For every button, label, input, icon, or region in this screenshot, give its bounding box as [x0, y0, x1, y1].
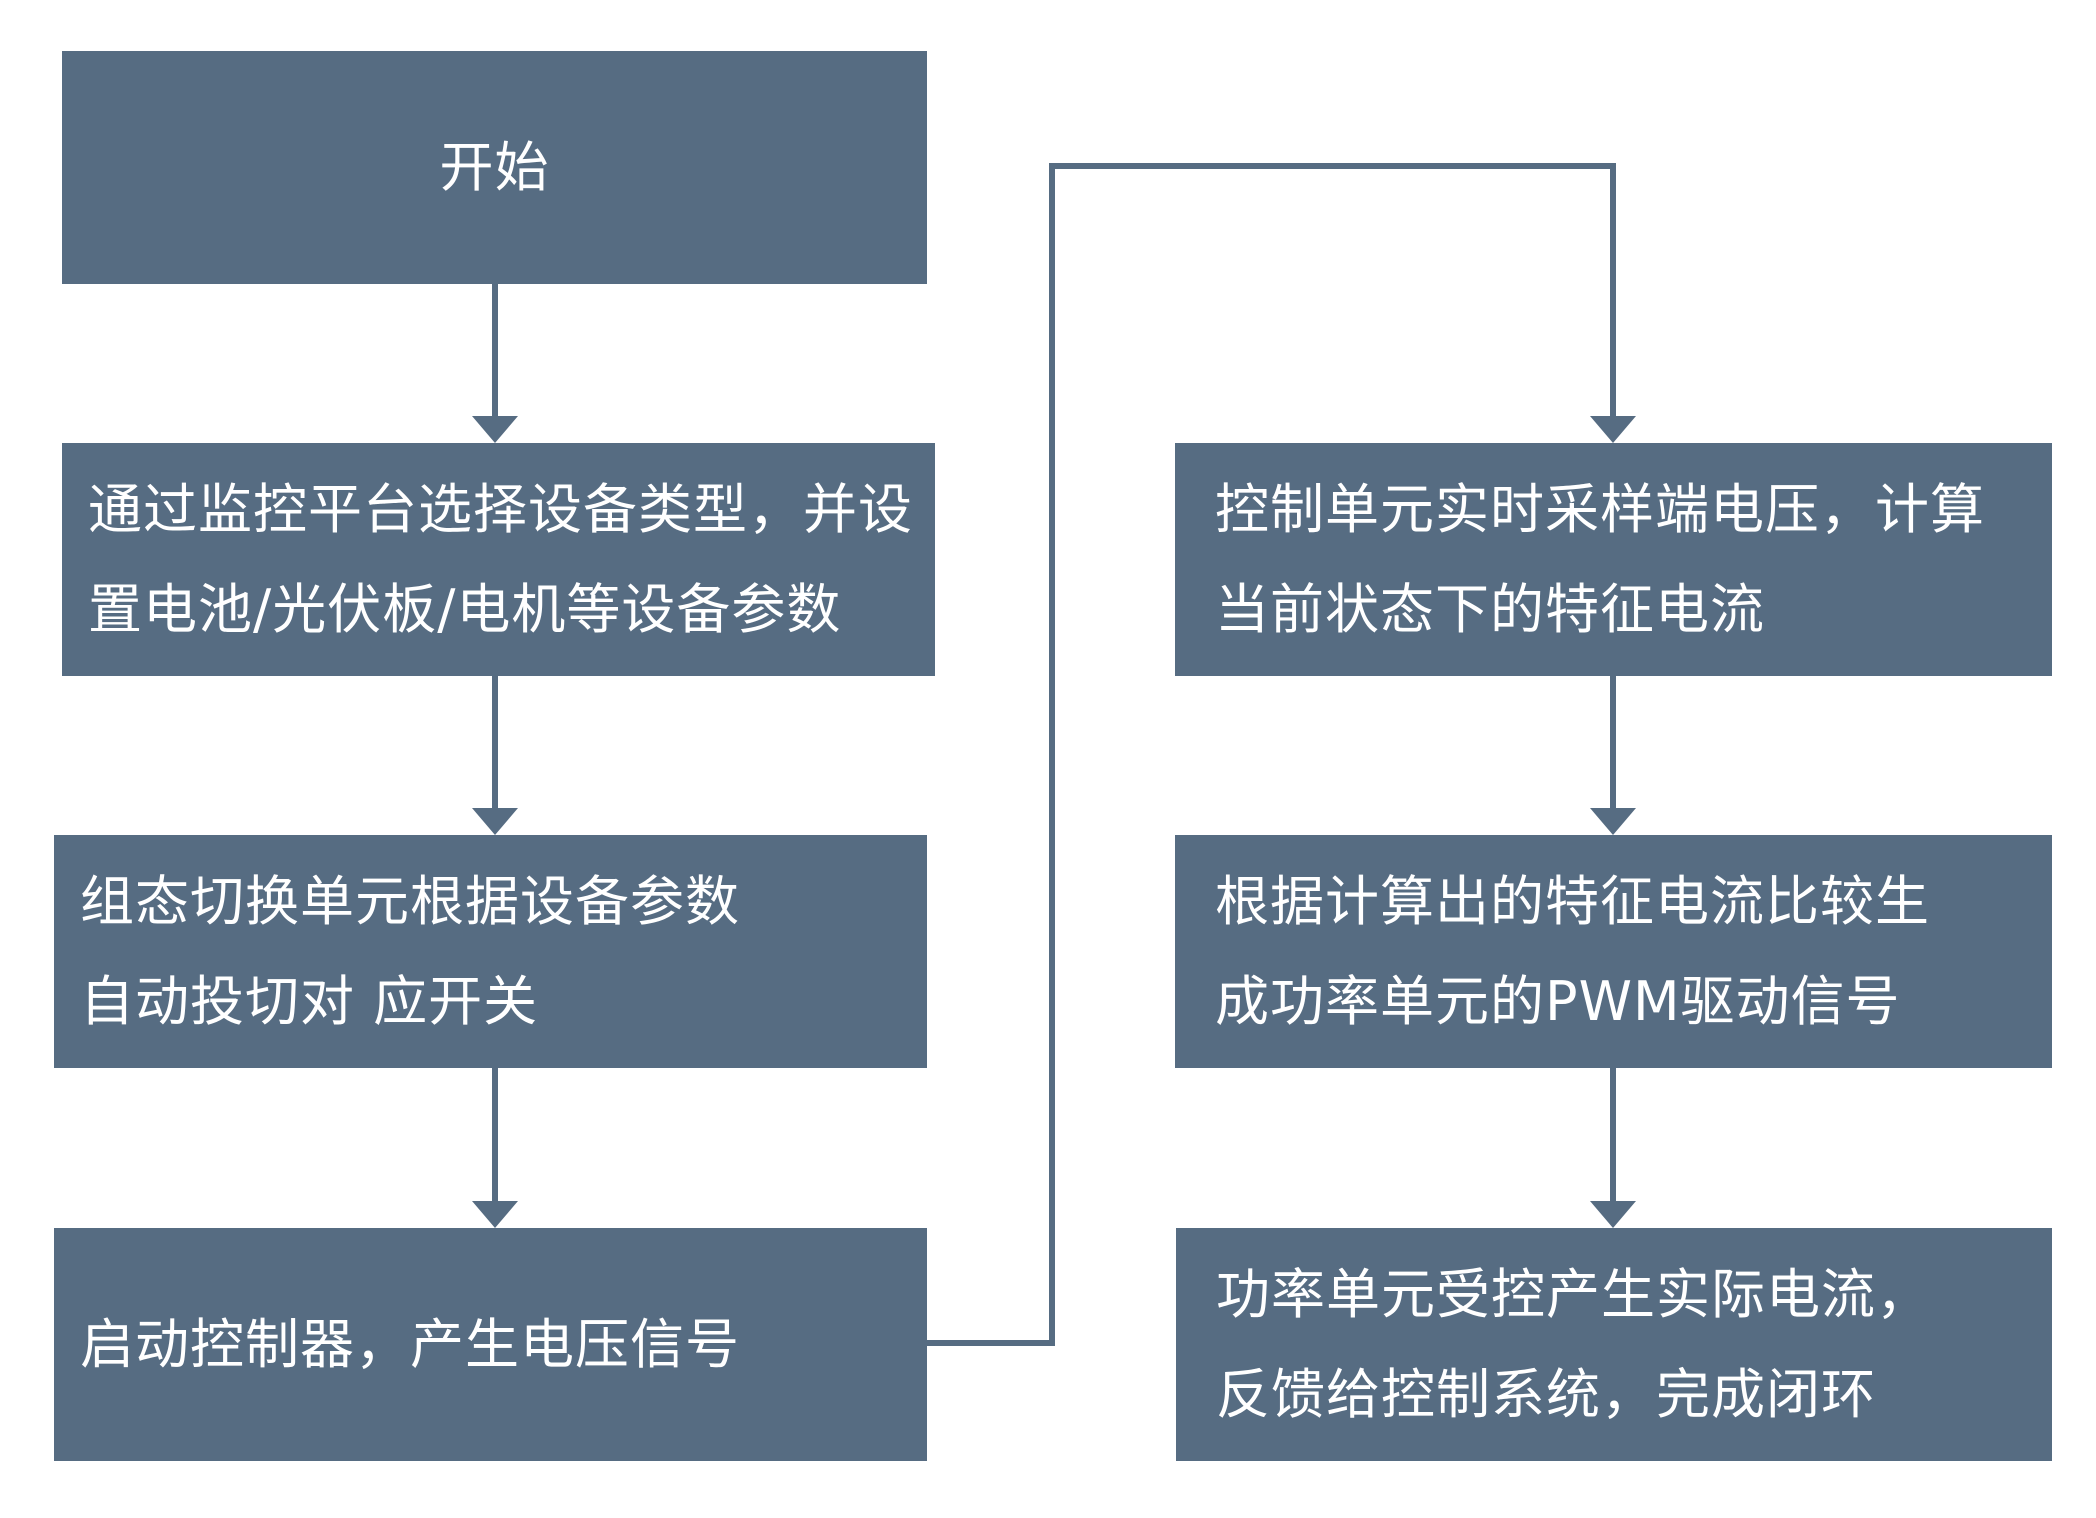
arrowhead-sample-icon [1590, 416, 1636, 443]
arrowhead-power-icon [1590, 1201, 1636, 1228]
start-label: 开始 [439, 135, 550, 199]
switch-unit-node: 组态切换单元根据设备参数 自动投切对 应开关 [54, 835, 927, 1068]
generate-pwm-label: 根据计算出的特征电流比较生 成功率单元的PWM驱动信号 [1215, 869, 1930, 1033]
select-device-label: 通过监控平台选择设备类型，并设 置电池/光伏板/电机等设备参数 [88, 477, 913, 641]
connector-controller-to-sample-line [927, 163, 1616, 1346]
select-device-node: 通过监控平台选择设备类型，并设 置电池/光伏板/电机等设备参数 [62, 443, 935, 676]
start-node: 开始 [62, 51, 927, 284]
start-controller-label: 启动控制器，产生电压信号 [80, 1312, 740, 1376]
power-unit-node: 功率单元受控产生实际电流， 反馈给控制系统，完成闭环 [1176, 1228, 2052, 1461]
switch-unit-label: 组态切换单元根据设备参数 自动投切对 应开关 [80, 869, 740, 1033]
power-unit-label: 功率单元受控产生实际电流， 反馈给控制系统，完成闭环 [1216, 1262, 1931, 1426]
start-controller-node: 启动控制器，产生电压信号 [54, 1228, 927, 1461]
arrowhead-select-icon [472, 416, 518, 443]
arrowhead-controller-icon [472, 1201, 518, 1228]
generate-pwm-node: 根据计算出的特征电流比较生 成功率单元的PWM驱动信号 [1175, 835, 2052, 1068]
sample-voltage-node: 控制单元实时采样端电压，计算 当前状态下的特征电流 [1175, 443, 2052, 676]
arrowhead-switch-icon [472, 808, 518, 835]
sample-voltage-label: 控制单元实时采样端电压，计算 当前状态下的特征电流 [1215, 477, 1985, 641]
arrowhead-pwm-icon [1590, 808, 1636, 835]
